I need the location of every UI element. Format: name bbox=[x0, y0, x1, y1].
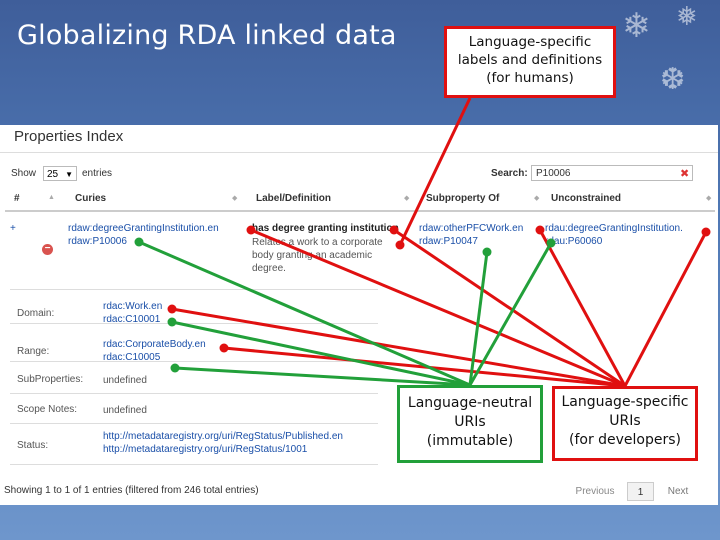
column-header-subproperty-of[interactable]: Subproperty Of bbox=[426, 193, 500, 204]
details-row-domain: Domain: rdac:Work.en rdac:C10001 bbox=[10, 289, 378, 325]
subproperties-label: SubProperties: bbox=[17, 374, 84, 385]
marker-green bbox=[134, 237, 144, 247]
callout-language-neutral-uris: Language-neutral URIs (immutable) bbox=[397, 385, 543, 463]
sort-icon[interactable]: ◆ bbox=[404, 195, 410, 202]
expand-row-toggle[interactable]: + bbox=[10, 223, 16, 234]
next-page-button[interactable]: Next bbox=[667, 486, 689, 497]
domain-link[interactable]: rdac:C10001 bbox=[103, 314, 161, 325]
connector-green bbox=[468, 242, 553, 386]
callout-line: Language-specific bbox=[561, 394, 689, 410]
snowflake-icon: ❆ bbox=[660, 62, 686, 97]
range-label: Range: bbox=[17, 346, 50, 357]
subproperties-value: undefined bbox=[103, 375, 147, 386]
status-link[interactable]: http://metadataregistry.org/uri/RegStatu… bbox=[103, 444, 308, 455]
marker-green bbox=[546, 238, 556, 248]
connector-green bbox=[171, 320, 471, 387]
callout-line: Language-specific bbox=[468, 34, 592, 50]
entries-label: entries bbox=[82, 168, 113, 179]
curie-link[interactable]: rdaw:P10006 bbox=[68, 236, 127, 247]
sort-asc-icon[interactable]: ▲ bbox=[48, 194, 55, 201]
chevron-down-icon: ▼ bbox=[65, 170, 73, 179]
column-header-curies[interactable]: Curies bbox=[75, 193, 107, 204]
panel-title: Properties Index bbox=[14, 128, 124, 145]
scope-notes-value: undefined bbox=[103, 405, 147, 416]
connector-red bbox=[223, 346, 626, 388]
property-definition-line: Relates a work to a corporate bbox=[252, 237, 383, 248]
marker-green bbox=[167, 317, 177, 327]
domain-label: Domain: bbox=[17, 308, 55, 319]
connector-red bbox=[393, 228, 626, 388]
marker-red bbox=[701, 227, 711, 237]
snowflake-icon: ❄ bbox=[622, 6, 651, 46]
details-row-subproperties: SubProperties: undefined bbox=[10, 361, 378, 394]
entries-select[interactable]: 25 ▼ bbox=[43, 166, 77, 181]
sort-icon[interactable]: ◆ bbox=[232, 195, 238, 202]
connector-red bbox=[250, 228, 626, 388]
entries-select-value: 25 bbox=[47, 169, 59, 180]
marker-red bbox=[219, 343, 229, 353]
marker-green bbox=[482, 247, 492, 257]
status-link[interactable]: http://metadataregistry.org/uri/RegStatu… bbox=[103, 431, 343, 442]
callout-line: labels and definitions bbox=[457, 52, 603, 69]
status-label: Status: bbox=[17, 440, 49, 451]
callout-line: (for developers) bbox=[568, 431, 682, 448]
connector-green bbox=[468, 251, 489, 386]
table-info: Showing 1 to 1 of 1 entries (filtered fr… bbox=[4, 485, 259, 496]
table-header-rule bbox=[5, 210, 715, 212]
connector-green bbox=[174, 366, 471, 387]
unconstrained-link[interactable]: rdau:degreeGrantingInstitution. bbox=[545, 223, 683, 234]
callout-language-specific-labels: Language-specific labels and definitions… bbox=[444, 26, 616, 98]
show-label: Show bbox=[11, 168, 37, 179]
unconstrained-link[interactable]: rdau:P60060 bbox=[545, 236, 603, 247]
details-row-status: Status: http://metadataregistry.org/uri/… bbox=[10, 423, 378, 465]
callout-language-specific-uris: Language-specific URIs (for developers) bbox=[552, 386, 698, 461]
slide-title: Globalizing RDA linked data bbox=[17, 20, 397, 51]
collapse-row-icon[interactable]: − bbox=[42, 244, 53, 255]
marker-red bbox=[246, 225, 256, 235]
subproperty-link[interactable]: rdaw:P10047 bbox=[419, 236, 478, 247]
callout-line: Language-neutral bbox=[407, 395, 533, 411]
page-1-button[interactable]: 1 bbox=[627, 482, 654, 501]
column-header-label-definition[interactable]: Label/Definition bbox=[256, 193, 331, 204]
subproperty-link[interactable]: rdaw:otherPFCWork.en bbox=[419, 223, 524, 234]
property-definition-line: degree. bbox=[252, 263, 286, 274]
marker-red bbox=[167, 304, 177, 314]
range-link[interactable]: rdac:C10005 bbox=[103, 352, 161, 363]
connector-red bbox=[538, 229, 627, 387]
connector-red bbox=[398, 97, 472, 246]
details-row-scope-notes: Scope Notes: undefined bbox=[10, 393, 378, 424]
domain-link[interactable]: rdac:Work.en bbox=[103, 301, 163, 312]
callout-line: (immutable) bbox=[426, 432, 514, 449]
column-header-unconstrained[interactable]: Unconstrained bbox=[551, 193, 622, 204]
snowflake-icon: ❅ bbox=[676, 2, 698, 32]
sort-icon[interactable]: ◆ bbox=[706, 195, 712, 202]
scope-notes-label: Scope Notes: bbox=[17, 404, 78, 415]
panel-divider bbox=[0, 152, 718, 153]
marker-red bbox=[389, 225, 399, 235]
curie-link[interactable]: rdaw:degreeGrantingInstitution.en bbox=[68, 223, 219, 234]
column-header-number[interactable]: # bbox=[14, 193, 20, 204]
clear-search-icon[interactable]: ✖ bbox=[680, 168, 690, 180]
details-row-range: Range: rdac:CorporateBody.en rdac:C10005 bbox=[10, 323, 378, 363]
callout-line: URIs bbox=[609, 412, 641, 429]
search-label: Search: bbox=[491, 168, 528, 179]
marker-red bbox=[535, 225, 545, 235]
search-input[interactable] bbox=[531, 165, 693, 181]
callout-line: URIs bbox=[454, 413, 486, 430]
connector-red bbox=[171, 307, 626, 388]
marker-green bbox=[170, 363, 180, 373]
range-link[interactable]: rdac:CorporateBody.en bbox=[103, 339, 206, 350]
property-label: has degree granting institution bbox=[252, 223, 399, 234]
callout-line: (for humans) bbox=[486, 70, 574, 87]
properties-index-panel: Properties Index Show 25 ▼ entries Searc… bbox=[0, 125, 718, 505]
previous-page-button[interactable]: Previous bbox=[575, 486, 615, 497]
marker-red bbox=[395, 240, 405, 250]
connector-green bbox=[138, 240, 471, 387]
connector-red bbox=[623, 231, 708, 387]
sort-icon[interactable]: ◆ bbox=[534, 195, 540, 202]
